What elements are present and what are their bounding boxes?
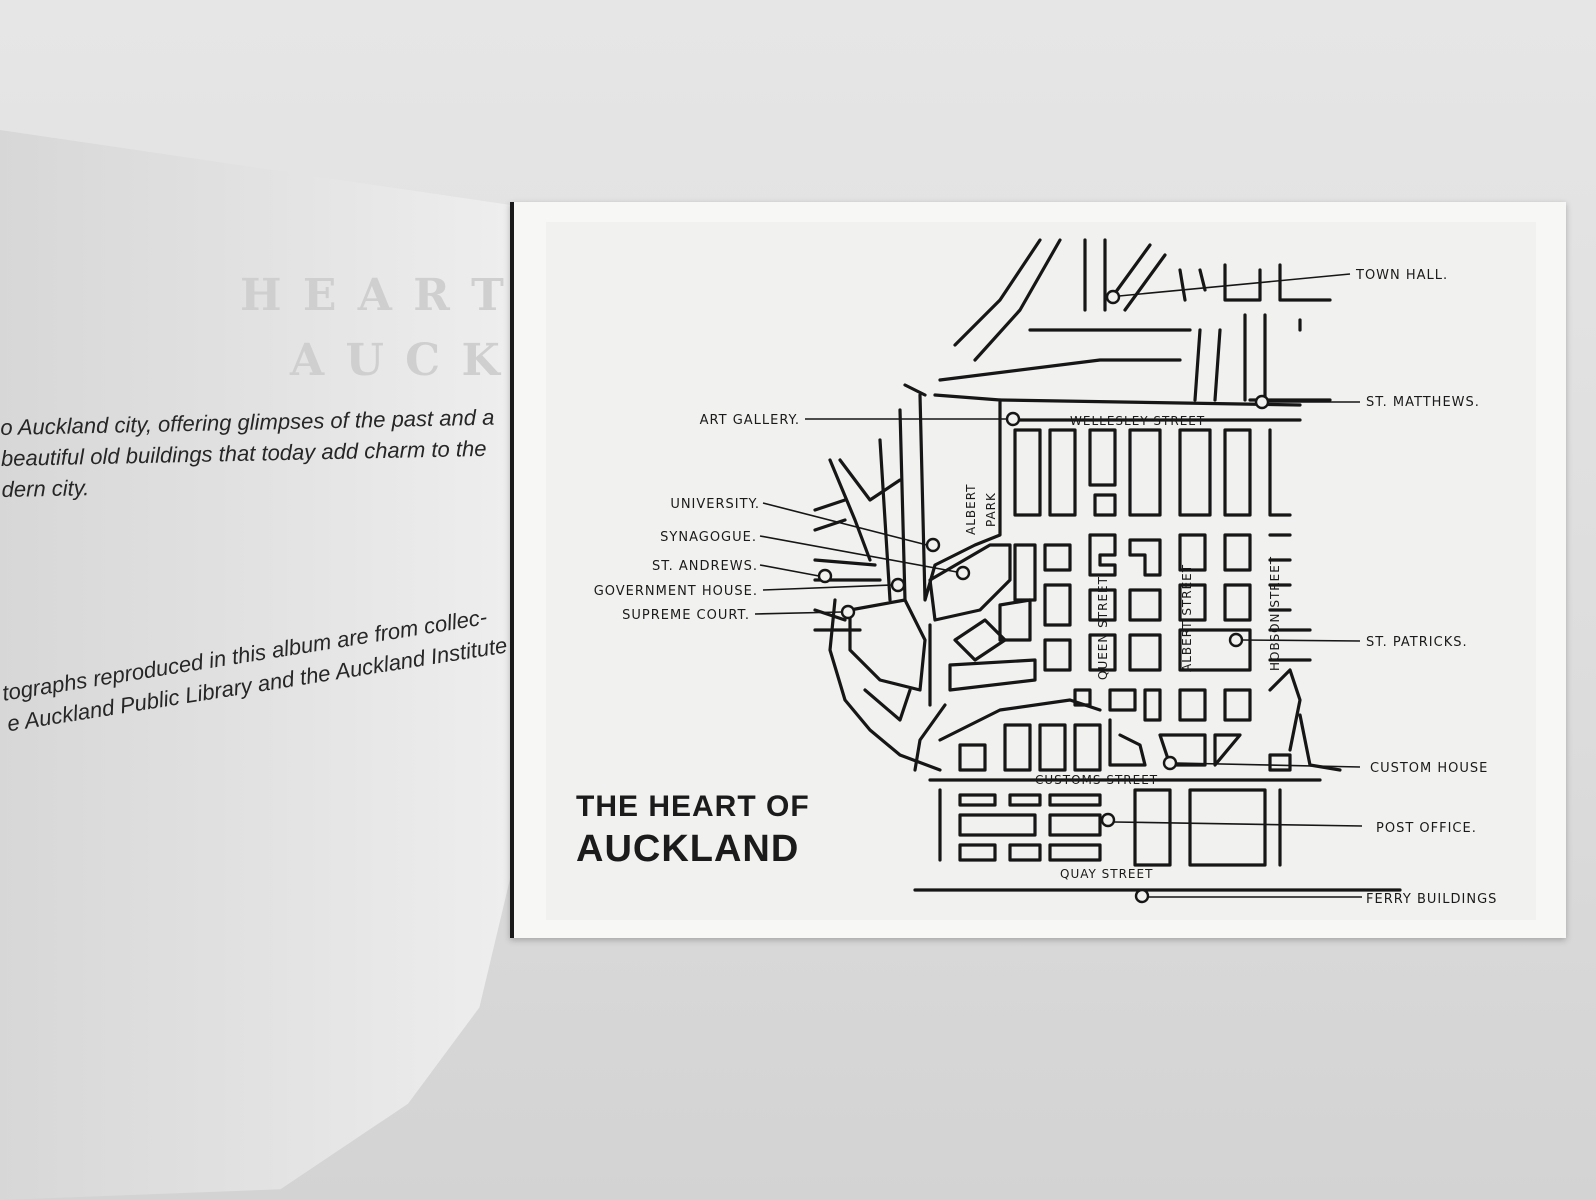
town-hall-label: TOWN HALL. <box>1355 268 1448 283</box>
synagogue-marker <box>955 565 971 581</box>
ferry-buildings-marker <box>1134 888 1150 904</box>
custom-house-marker <box>1162 755 1178 771</box>
town-hall-marker <box>1105 289 1121 305</box>
left-page <box>0 130 510 1200</box>
st-patricks-label: ST. PATRICKS. <box>1366 635 1468 650</box>
st-matthews-label: ST. MATTHEWS. <box>1366 395 1480 410</box>
albert-park-label: ALBERT <box>964 483 978 535</box>
art-gallery-label: ART GALLERY. <box>700 413 800 428</box>
government-house-label: GOVERNMENT HOUSE. <box>594 584 758 599</box>
post-office-marker <box>1100 812 1116 828</box>
wellesley-street-label: WELLESLEY STREET <box>1070 414 1205 428</box>
map-title-line1: THE HEART OF <box>576 790 810 823</box>
supreme-court-label: SUPREME COURT. <box>622 608 750 623</box>
landmark-labels-left: ART GALLERY. UNIVERSITY. SYNAGOGUE. ST. AND… <box>594 413 800 623</box>
st-andrews-label: ST. ANDREWS. <box>652 559 758 574</box>
supreme-court-marker <box>840 604 856 620</box>
map-title-line2: AUCKLAND <box>576 828 800 870</box>
quay-street-label: QUAY STREET <box>1060 867 1153 881</box>
government-house-marker <box>890 577 906 593</box>
st-andrews-marker <box>817 568 833 584</box>
university-label: UNIVERSITY. <box>670 497 760 512</box>
custom-house-label: CUSTOM HOUSE <box>1370 761 1488 776</box>
st-matthews-marker <box>1254 394 1270 410</box>
leader-lines <box>754 273 1363 898</box>
university-marker <box>925 537 941 553</box>
map-title: THE HEART OF AUCKLAND <box>576 790 810 871</box>
albert-park-label-2: PARK <box>984 492 998 527</box>
post-office-label: POST OFFICE. <box>1376 821 1477 836</box>
albert-park-word1: ALBERT <box>964 483 978 535</box>
queen-street-label: QUEEN STREET <box>1096 576 1110 680</box>
customs-street-label: CUSTOMS STREET <box>1035 773 1158 787</box>
st-patricks-marker <box>1228 632 1244 648</box>
street-lines <box>813 238 1402 892</box>
art-gallery-marker <box>1005 411 1021 427</box>
hobson-street-label: HOBSON STREET <box>1268 556 1282 671</box>
landmark-labels-right: TOWN HALL. ST. MATTHEWS. ST. PATRICKS. CUST… <box>1355 268 1497 907</box>
synagogue-label: SYNAGOGUE. <box>660 530 757 545</box>
albert-street-label: ALBERT STREET <box>1180 564 1194 672</box>
ferry-buildings-label: FERRY BUILDINGS <box>1366 892 1497 907</box>
